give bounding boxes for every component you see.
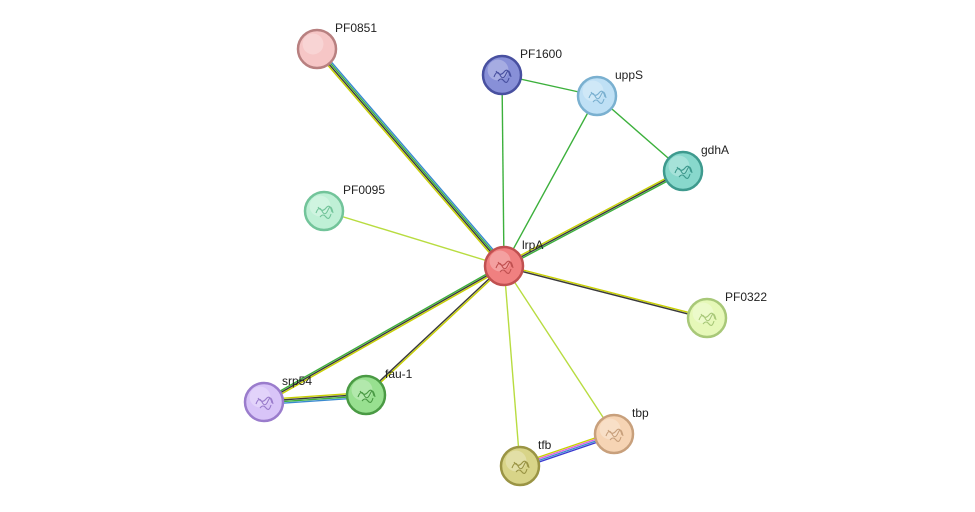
edge-strand: [504, 264, 708, 318]
protein-structure-icon: [255, 396, 274, 410]
protein-structure-icon: [357, 389, 376, 403]
node-highlight: [692, 302, 714, 324]
node-highlight: [309, 195, 331, 217]
protein-structure-icon: [511, 460, 530, 474]
node-label: PF0322: [725, 290, 767, 304]
node-highlight: [249, 386, 271, 408]
node-highlight: [582, 80, 604, 102]
protein-structure-icon: [698, 312, 717, 326]
node-srp54[interactable]: srp54: [243, 374, 312, 423]
node-highlight: [302, 33, 324, 55]
node-label: PF0095: [343, 183, 385, 197]
edge-lrpA-tbp[interactable]: [503, 265, 615, 435]
protein-structure-icon: [605, 428, 624, 442]
node-PF0851[interactable]: PF0851: [296, 21, 377, 70]
node-label: PF0851: [335, 21, 377, 35]
node-circle: [662, 150, 704, 192]
node-PF1600[interactable]: PF1600: [481, 47, 562, 96]
edge-lrpA-gdhA[interactable]: [502, 168, 685, 269]
node-fau-1[interactable]: fau-1: [345, 367, 413, 416]
node-label: PF1600: [520, 47, 562, 61]
node-tbp[interactable]: tbp: [593, 406, 649, 455]
edge-strand: [315, 49, 504, 267]
node-highlight: [487, 59, 509, 81]
node-highlight: [668, 155, 690, 177]
node-highlight: [351, 379, 373, 401]
protein-structure-icon: [588, 90, 607, 104]
node-label: tbp: [632, 406, 649, 420]
edge-strand: [263, 265, 505, 403]
node-label: tfb: [538, 438, 552, 452]
edge-strand: [318, 46, 507, 265]
edge-strand: [262, 263, 504, 402]
edge-lrpA-tfb[interactable]: [503, 265, 521, 467]
node-highlight: [489, 250, 511, 272]
edge-strand: [364, 264, 504, 395]
edge-strand: [503, 265, 521, 467]
edge-strand: [501, 74, 505, 267]
edge-strand: [503, 266, 707, 320]
edge-lrpA-uppS[interactable]: [503, 95, 598, 267]
edge-strand: [502, 168, 683, 266]
node-circle: [686, 297, 728, 339]
edge-strand: [323, 210, 505, 267]
edge-lrpA-PF0322[interactable]: [503, 264, 708, 320]
node-circle: [243, 381, 285, 423]
node-circle: [499, 445, 541, 487]
node-lrpA[interactable]: lrpA: [483, 238, 543, 287]
node-label: lrpA: [522, 238, 543, 252]
node-tfb[interactable]: tfb: [499, 438, 552, 487]
node-PF0322[interactable]: PF0322: [686, 290, 767, 339]
edge-strand: [317, 48, 506, 266]
node-gdhA[interactable]: gdhA: [662, 143, 729, 192]
edge-strand: [503, 95, 598, 267]
node-label: gdhA: [701, 143, 729, 157]
edge-strand: [504, 171, 685, 269]
node-circle: [296, 28, 338, 70]
edge-lrpA-fau-1[interactable]: [364, 264, 506, 397]
node-label: srp54: [282, 374, 312, 388]
node-uppS[interactable]: uppS: [576, 68, 643, 117]
node-circle: [483, 245, 525, 287]
edge-lrpA-PF1600[interactable]: [501, 74, 505, 267]
protein-structure-icon: [495, 260, 514, 274]
edge-strand: [314, 50, 503, 269]
protein-structure-icon: [315, 205, 334, 219]
node-label: uppS: [615, 68, 643, 82]
node-circle: [345, 374, 387, 416]
node-circle: [576, 75, 618, 117]
protein-structure-icon: [493, 69, 512, 83]
node-circle: [481, 54, 523, 96]
node-circle: [303, 190, 345, 232]
node-circle: [593, 413, 635, 455]
edge-lrpA-srp54[interactable]: [262, 263, 506, 405]
edge-strand: [264, 266, 506, 405]
node-highlight: [505, 450, 527, 472]
edge-strand: [503, 265, 615, 435]
edge-strand: [366, 266, 506, 397]
node-label: fau-1: [385, 367, 413, 381]
edge-lrpA-PF0851[interactable]: [314, 46, 507, 269]
edge-strand: [503, 170, 684, 267]
node-highlight: [599, 418, 621, 440]
node-PF0095[interactable]: PF0095: [303, 183, 385, 232]
protein-structure-icon: [674, 165, 693, 179]
edge-lrpA-PF0095[interactable]: [323, 210, 505, 267]
